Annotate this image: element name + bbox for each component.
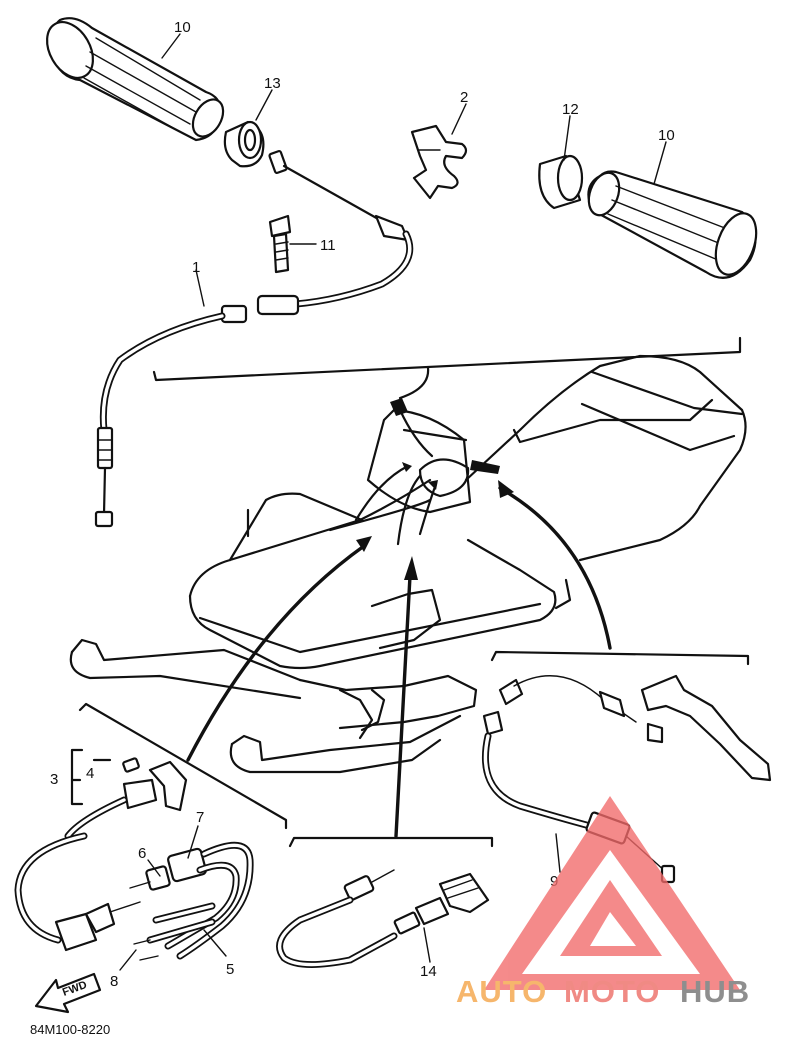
choke-group [14,702,288,952]
watermark-text: AUTO MOTO HUB [456,974,750,1009]
callout-2: 2 [460,89,468,106]
choke-cable-bracket [288,836,494,848]
watermark-part-hub: HUB [680,974,750,1009]
callout-1: 1 [192,259,200,276]
callout-6: 6 [138,845,146,862]
spring-clip [410,124,468,200]
callout-14: 14 [420,963,437,980]
snowmobile-outline [69,354,747,774]
callout-leaders [119,33,667,971]
watermark-logo [484,796,740,990]
callout-13: 13 [264,75,281,92]
callout-12: 12 [562,101,579,118]
callout-3: 3 [50,771,58,788]
throttle-cable [94,150,414,528]
starter-cable [129,841,254,961]
left-handlebar-grip [45,17,225,142]
windshield [366,398,500,514]
watermark-part-auto: AUTO [456,974,547,1009]
right-handlebar-grip [587,170,758,279]
watermark-part-moto: MOTO [564,974,660,1009]
callout-10-left: 10 [174,19,191,36]
callout-8: 8 [110,973,118,990]
forward-direction-arrow: FWD [34,972,102,1014]
callout-5: 5 [226,961,234,978]
handlebar-group-bracket [152,336,742,382]
brake-group-bracket [490,650,750,666]
choke-cable [276,869,490,969]
callout-10-right: 10 [658,127,675,144]
assembly-leader-lines [186,366,612,838]
right-grip-ring [538,154,584,210]
left-grip-ring [223,120,265,168]
callout-labels: 10 13 2 12 10 11 1 3 4 7 6 5 8 9 14 [50,19,675,990]
callout-7: 7 [196,809,204,826]
callout-4: 4 [86,765,94,782]
callout-11: 11 [320,237,336,254]
screw [268,214,292,274]
part-code: 84M100-8220 [30,1022,110,1037]
callout-9: 9 [550,873,558,890]
